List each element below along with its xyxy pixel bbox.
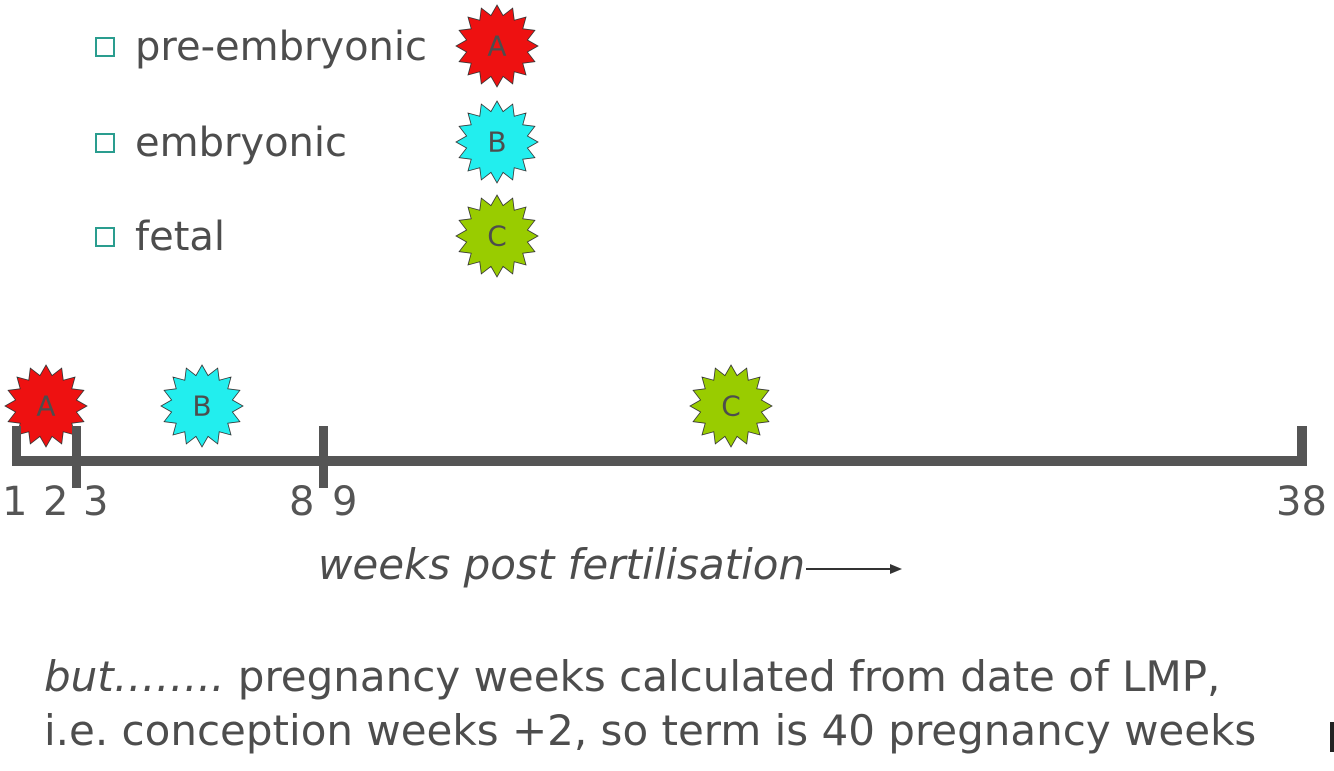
star-letter: B [192, 390, 211, 423]
legend-item-embryonic: embryonic [95, 118, 347, 168]
legend-item-fetal: fetal [95, 212, 225, 262]
starburst-icon [455, 4, 539, 88]
tick-label: 38 [1276, 479, 1327, 525]
timeline-star-b: B [160, 364, 244, 448]
legend-item-pre-embryonic: pre-embryonic [95, 22, 427, 72]
star-letter: A [36, 390, 55, 423]
legend-label: embryonic [135, 120, 348, 166]
star-letter: C [721, 390, 741, 423]
legend-label: pre-embryonic [135, 24, 428, 70]
note-line-1: but…….. pregnancy weeks calculated from … [44, 652, 1220, 701]
legend-star-a: A [455, 4, 539, 88]
tick-label: 8 [289, 479, 314, 525]
timeline-star-c: C [689, 364, 773, 448]
note-line-2: i.e. conception weeks +2, so term is 40 … [44, 706, 1257, 755]
tick-label: 1 [2, 479, 27, 525]
arrow-right-icon [806, 564, 902, 574]
starburst-icon [160, 364, 244, 448]
starburst-icon [455, 100, 539, 184]
legend-star-c: C [455, 194, 539, 278]
note-text-1: pregnancy weeks calculated from date of … [224, 652, 1221, 701]
timeline-tick [1297, 426, 1307, 466]
note-lead: but…….. [44, 652, 225, 701]
checkbox-icon [95, 227, 115, 247]
timeline-axis [12, 456, 1307, 466]
star-letter: A [487, 30, 506, 63]
starburst-icon [689, 364, 773, 448]
timeline-tick [319, 426, 328, 488]
checkbox-icon [95, 133, 115, 153]
tick-label: 2 [43, 479, 68, 525]
starburst-icon [455, 194, 539, 278]
axis-caption: weeks post fertilisation [318, 540, 806, 589]
checkbox-icon [95, 37, 115, 57]
star-letter: C [487, 220, 507, 253]
timeline-star-a: A [4, 364, 88, 448]
timeline-tick [72, 426, 81, 488]
starburst-icon [4, 364, 88, 448]
timeline-tick [12, 426, 21, 466]
star-letter: B [487, 126, 506, 159]
tick-label: 3 [83, 479, 108, 525]
tick-label: 9 [332, 479, 357, 525]
edge-mark [1330, 722, 1334, 752]
legend-label: fetal [135, 214, 225, 260]
legend-star-b: B [455, 100, 539, 184]
